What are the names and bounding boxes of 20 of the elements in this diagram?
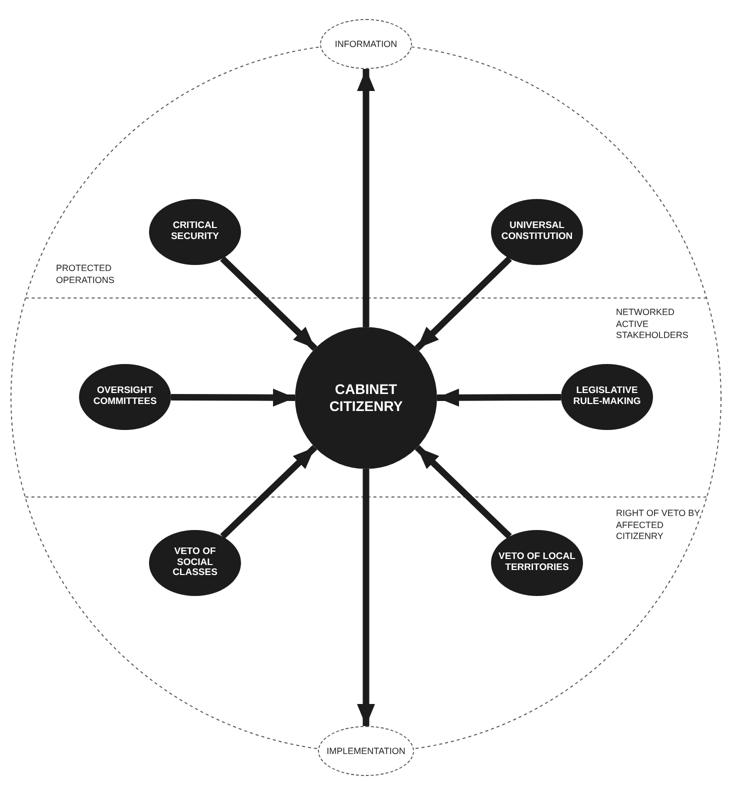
node-label: UNIVERSAL CONSTITUTION (500, 221, 574, 243)
zone-label: RIGHT OF VETO BY AFFECTED CITIZENRY (616, 508, 702, 544)
node-label: CABINET CITIZENRY (328, 381, 404, 415)
arrow (220, 256, 318, 351)
node-label: VETO OF LOCAL TERRITORIES (498, 552, 576, 574)
arrow (357, 69, 375, 327)
zone-label: PROTECTED OPERATIONS (56, 263, 116, 286)
arrow (414, 444, 512, 539)
arrow (436, 388, 562, 407)
arrow (220, 444, 318, 539)
node-label: VETO OF SOCIAL CLASSES (172, 546, 218, 580)
zone-label: NETWORKED ACTIVE STAKEHOLDERS (616, 307, 690, 342)
node-label: OVERSIGHT COMMITTEES (92, 386, 158, 408)
node-label: CRITICAL SECURITY (170, 221, 220, 243)
arrow (357, 469, 375, 726)
node-label: IMPLEMENTATION (326, 746, 406, 756)
node-label: INFORMATION (334, 39, 398, 49)
node-label: LEGISLATIVE RULE-MAKING (572, 386, 642, 408)
arrow (414, 256, 512, 351)
arrow (170, 388, 296, 407)
